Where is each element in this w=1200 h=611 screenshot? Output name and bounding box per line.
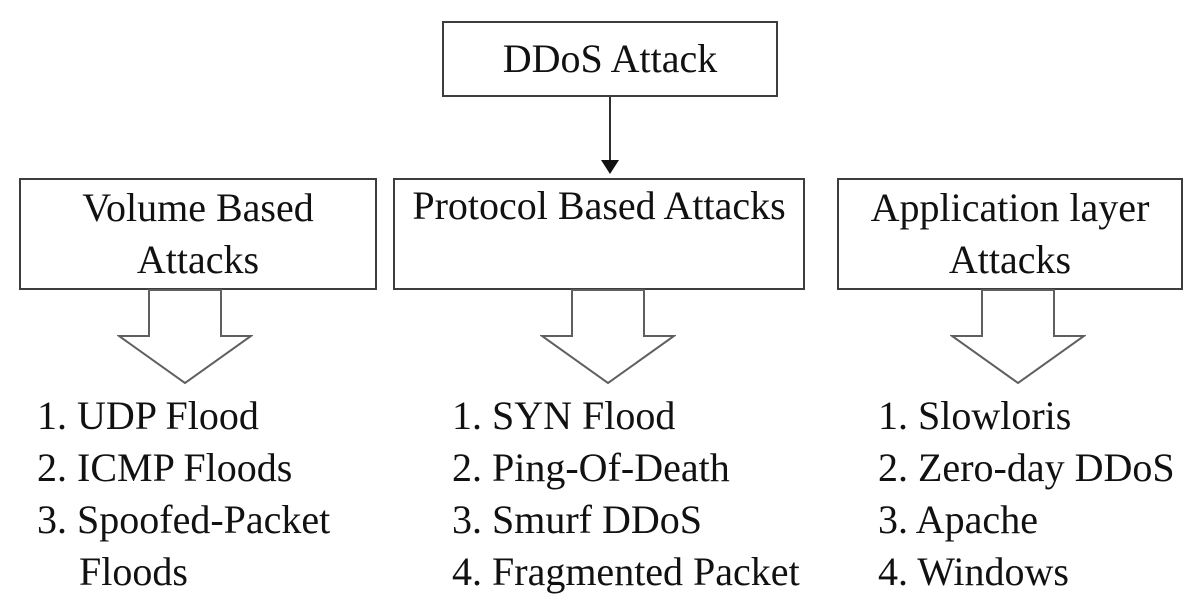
category-box-volume-based: Volume Based Attacks [19, 178, 377, 290]
protocol-based-attacks-list: 1. SYN Flood 2. Ping-Of-Death 3. Smurf D… [452, 390, 842, 598]
root-box: DDoS Attack [442, 21, 778, 97]
arrowhead-icon [601, 160, 619, 174]
list-item: 2. Ping-Of-Death [452, 445, 730, 490]
down-block-arrow-volume-icon [117, 289, 253, 385]
application-layer-attacks-list: 1. Slowloris 2. Zero-day DDoS 3. Apache … [878, 390, 1200, 598]
list-item: 4. Windows [878, 549, 1069, 594]
list-item: 2. Zero-day DDoS [878, 445, 1175, 490]
list-item: 1. Slowloris [878, 393, 1072, 438]
list-item: 4. Fragmented Packet [452, 549, 800, 594]
volume-based-attacks-list: 1. UDP Flood 2. ICMP Floods 3. Spoofed-P… [37, 390, 357, 598]
category-box-protocol-based-label: Protocol Based Attacks [412, 183, 786, 228]
category-box-volume-based-label: Volume Based Attacks [82, 185, 314, 282]
category-box-protocol-based: Protocol Based Attacks [393, 178, 805, 290]
list-item: 1. SYN Flood [452, 393, 676, 438]
root-box-label: DDoS Attack [502, 36, 718, 81]
list-item: 2. ICMP Floods [37, 445, 293, 490]
list-item: 3. Spoofed-Packet Floods [37, 497, 331, 594]
list-item: 3. Apache [878, 497, 1038, 542]
category-box-application-layer: Application layer Attacks [837, 178, 1183, 290]
list-item: 3. Smurf DDoS [452, 497, 703, 542]
down-block-arrow-protocol-icon [540, 289, 676, 385]
connector-line [609, 97, 611, 161]
category-box-application-layer-label: Application layer Attacks [870, 185, 1150, 282]
down-block-arrow-application-icon [950, 289, 1086, 385]
list-item: 1. UDP Flood [37, 393, 259, 438]
